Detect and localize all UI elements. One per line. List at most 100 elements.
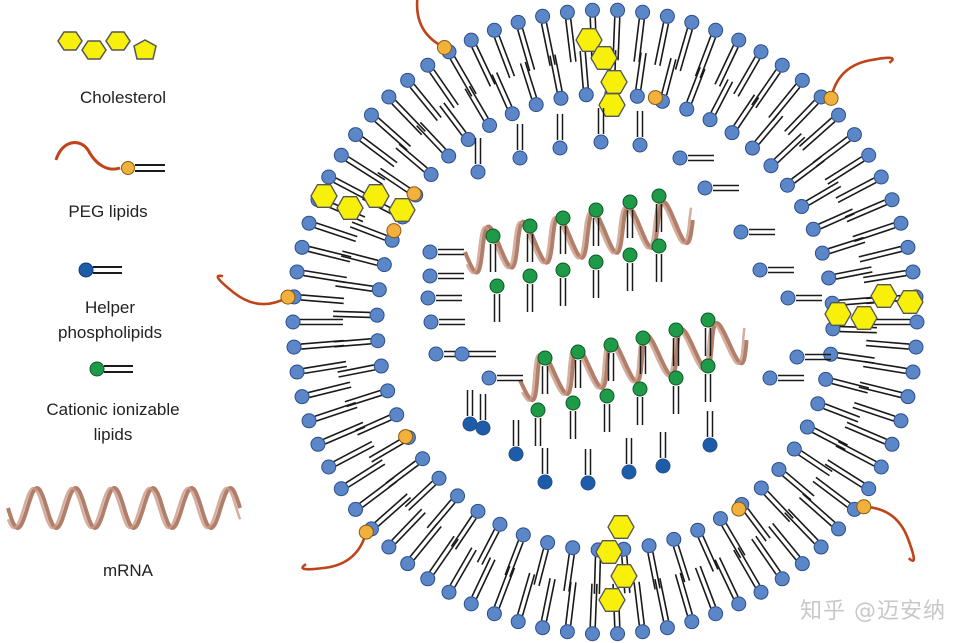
helper-head: [454, 346, 470, 362]
lipid-head: [712, 511, 728, 527]
interior-helper-lipid: [780, 290, 822, 306]
cationic-label-line2: lipids: [93, 424, 133, 444]
lipid-tail: [737, 547, 761, 586]
inner-phospholipid: [333, 307, 385, 323]
lipid-tail: [852, 406, 894, 422]
lipid-tail: [569, 582, 577, 626]
lipid-tail: [391, 508, 423, 541]
lipid-head: [535, 620, 551, 636]
inner-phospholipid: [779, 156, 825, 193]
lipid-tail: [718, 557, 739, 597]
lipid-tail: [812, 431, 846, 451]
peg-chain: [415, 0, 446, 49]
lipid-tail: [824, 463, 862, 488]
outer-phospholipid: [348, 127, 398, 168]
inner-phospholipid: [335, 280, 387, 298]
lipid-tail: [677, 545, 691, 581]
cationic-head: [522, 218, 538, 234]
lipid-head: [540, 535, 556, 551]
outer-phospholipid: [294, 239, 352, 263]
cationic-lipid: [603, 337, 619, 381]
cationic-lipid: [588, 202, 604, 246]
lipid-tail: [665, 59, 677, 96]
cationic-head: [668, 322, 684, 338]
cationic-lipid: [522, 268, 538, 312]
interior-helper-lipid: [789, 349, 831, 365]
cationic-head: [537, 350, 553, 366]
cationic-lipid: [530, 402, 546, 446]
lipid-head: [460, 132, 476, 148]
lipid-tail: [714, 81, 734, 115]
mrna-backbone: [463, 199, 695, 275]
lipid-tail: [725, 522, 746, 556]
lipid-head: [771, 461, 787, 477]
helper-head: [580, 475, 596, 491]
lipid-tail: [433, 69, 459, 106]
outer-phospholipid: [584, 583, 600, 642]
cationic-head: [555, 210, 571, 226]
lipid-head: [389, 407, 405, 423]
lipid-tail: [808, 185, 842, 206]
lipid-head: [684, 614, 700, 630]
inner-phospholipid: [385, 451, 431, 488]
cationic-head: [485, 228, 501, 244]
inner-peg-head: [386, 223, 402, 239]
lipid-tail: [758, 115, 784, 145]
lipid-head: [666, 531, 682, 547]
inner-phospholipid: [799, 419, 848, 451]
outer-phospholipid: [535, 578, 556, 636]
lipid-head: [794, 72, 810, 88]
lipid-tail: [654, 579, 665, 622]
inner-phospholipid: [818, 371, 870, 394]
lipid-tail: [355, 414, 390, 432]
outer-phospholipid: [294, 381, 352, 405]
lipid-head: [610, 626, 626, 642]
helper-head: [422, 268, 438, 284]
lipid-tail: [521, 574, 536, 616]
lipid-head: [763, 158, 779, 174]
helper-head: [512, 150, 528, 166]
lipid-tail: [802, 493, 836, 523]
lipid-head: [873, 459, 889, 475]
peg-head: [823, 90, 839, 106]
cationic-lipid: [622, 247, 638, 291]
lipid-head: [610, 2, 626, 18]
inner-phospholipid: [702, 79, 734, 128]
lipid-tail: [863, 269, 906, 279]
lipid-head: [905, 364, 921, 380]
inner-phospholipid: [712, 511, 746, 559]
lipid-tail: [495, 72, 513, 107]
cationic-head: [530, 402, 546, 418]
lipid-tail: [754, 112, 780, 142]
lipid-tail: [812, 480, 848, 508]
lipid-tail: [837, 352, 875, 359]
lipid-head: [708, 22, 724, 38]
peg-lipid: [216, 274, 296, 306]
lipid-tail: [449, 58, 473, 97]
lipid-tail: [584, 50, 589, 88]
lipid-head: [528, 97, 544, 113]
lipid-tail: [413, 526, 442, 561]
lipid-head: [908, 339, 924, 355]
helper-label-line2: phospholipids: [58, 322, 162, 342]
lipid-tail: [394, 99, 426, 132]
lipid-head: [420, 57, 436, 73]
helper-head: [420, 290, 436, 306]
lipid-tail: [346, 394, 382, 408]
lipid-tail: [737, 97, 760, 129]
lipid-head: [884, 436, 900, 452]
lipid-tail: [359, 140, 395, 168]
mrna-backbone-inner: [521, 322, 746, 402]
cholesterol-ring: [600, 70, 628, 94]
lipid-tail: [533, 548, 545, 585]
interior-helper-lipid: [632, 111, 648, 153]
outer-phospholipid: [289, 360, 347, 380]
lipid-tail: [593, 556, 597, 594]
mrna-backbone-inner: [6, 486, 242, 530]
lipid-tail: [395, 147, 425, 173]
lipid-tail: [674, 28, 689, 70]
inner-phospholipid: [821, 266, 873, 286]
lipid-head: [873, 169, 889, 185]
outer-phospholipid: [333, 147, 386, 185]
helper-head: [733, 224, 749, 240]
